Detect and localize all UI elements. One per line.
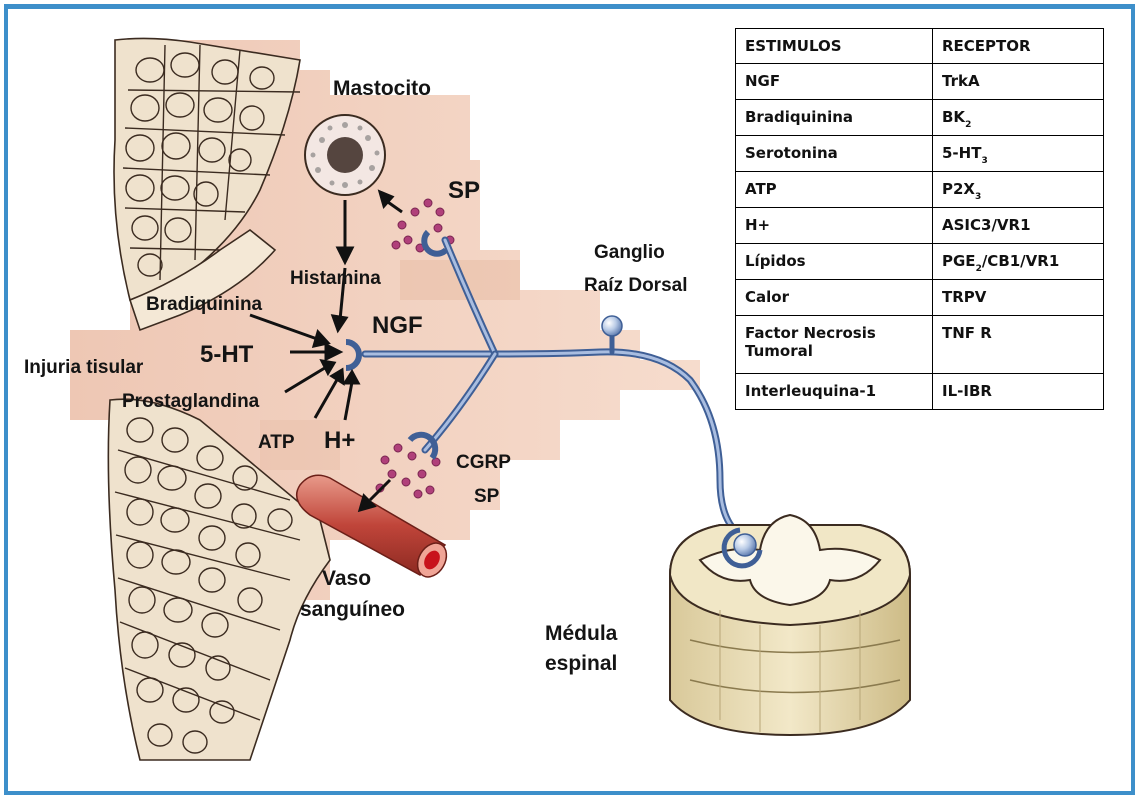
label-injuria: Injuria tisular bbox=[24, 357, 144, 378]
receptor-text: TNF R bbox=[942, 324, 992, 342]
label-vaso: Vaso bbox=[322, 567, 371, 590]
label-raiz-dorsal: Raíz Dorsal bbox=[584, 275, 687, 296]
label-prostaglandina: Prostaglandina bbox=[122, 391, 260, 412]
label-ngf: NGF bbox=[372, 312, 423, 339]
label-5ht: 5-HT bbox=[200, 341, 254, 368]
receptor-text: PGE bbox=[942, 252, 976, 270]
table-cell-stimulus: Serotonina bbox=[736, 136, 933, 172]
label-cgrp: CGRP bbox=[456, 452, 511, 473]
table-header-row: ESTIMULOS RECEPTOR bbox=[736, 29, 1104, 64]
spinal-cord bbox=[670, 515, 910, 735]
receptor-text: P2X bbox=[942, 180, 975, 198]
receptor-text: ASIC3/VR1 bbox=[942, 216, 1031, 234]
receptor-text: IL-IBR bbox=[942, 382, 992, 400]
table-cell-receptor: 5-HT3 bbox=[933, 136, 1104, 172]
label-histamina: Histamina bbox=[290, 268, 381, 289]
table-cell-receptor: ASIC3/VR1 bbox=[933, 208, 1104, 244]
table-row: Interleuquina-1 IL-IBR bbox=[736, 374, 1104, 410]
table-row: Factor Necrosis Tumoral TNF R bbox=[736, 316, 1104, 374]
table-cell-receptor: P2X3 bbox=[933, 172, 1104, 208]
label-mastocito: Mastocito bbox=[333, 77, 431, 100]
mast-cell bbox=[305, 115, 385, 195]
table-row: Serotonina 5-HT3 bbox=[736, 136, 1104, 172]
receptor-text: 5-HT bbox=[942, 144, 981, 162]
label-sanguineo: sanguíneo bbox=[300, 598, 405, 621]
label-sp-top: SP bbox=[448, 177, 480, 204]
label-atp: ATP bbox=[258, 432, 295, 453]
table-cell-stimulus: H+ bbox=[736, 208, 933, 244]
table-cell-receptor: TRPV bbox=[933, 280, 1104, 316]
receptor-subscript: 3 bbox=[975, 192, 981, 202]
table-row: Lípidos PGE2/CB1/VR1 bbox=[736, 244, 1104, 280]
dorsal-root-ganglion-icon bbox=[602, 316, 622, 336]
receptor-text: BK bbox=[942, 108, 965, 126]
table-cell-receptor: TrkA bbox=[933, 64, 1104, 100]
receptor-text-rest: /CB1/VR1 bbox=[982, 252, 1059, 270]
table-cell-stimulus: Bradiquinina bbox=[736, 100, 933, 136]
receptor-subscript: 2 bbox=[976, 264, 982, 274]
table-row: H+ ASIC3/VR1 bbox=[736, 208, 1104, 244]
table-header-receptor: RECEPTOR bbox=[933, 29, 1104, 64]
table-cell-stimulus: Calor bbox=[736, 280, 933, 316]
table-cell-receptor: TNF R bbox=[933, 316, 1104, 374]
table-header-stimulus: ESTIMULOS bbox=[736, 29, 933, 64]
table-cell-stimulus: NGF bbox=[736, 64, 933, 100]
table-row: Calor TRPV bbox=[736, 280, 1104, 316]
stimulus-receptor-table: ESTIMULOS RECEPTOR NGF TrkA Bradiquinina… bbox=[735, 28, 1104, 410]
table-cell-stimulus: ATP bbox=[736, 172, 933, 208]
label-ganglio: Ganglio bbox=[594, 242, 665, 263]
label-h-plus: H+ bbox=[324, 427, 355, 454]
receptor-text: TRPV bbox=[942, 288, 986, 306]
table-cell-receptor: BK2 bbox=[933, 100, 1104, 136]
table-row: NGF TrkA bbox=[736, 64, 1104, 100]
label-sp-bottom: SP bbox=[474, 486, 500, 507]
label-bradiquinina: Bradiquinina bbox=[146, 294, 263, 315]
receptor-text: TrkA bbox=[942, 72, 980, 90]
table-cell-stimulus: Factor Necrosis Tumoral bbox=[736, 316, 933, 374]
table-cell-receptor: PGE2/CB1/VR1 bbox=[933, 244, 1104, 280]
table-cell-stimulus: Lípidos bbox=[736, 244, 933, 280]
table-row: ATP P2X3 bbox=[736, 172, 1104, 208]
receptor-subscript: 2 bbox=[965, 120, 971, 130]
table-cell-receptor: IL-IBR bbox=[933, 374, 1104, 410]
label-medula: Médula bbox=[545, 622, 618, 645]
label-espinal: espinal bbox=[545, 652, 617, 675]
table-cell-stimulus: Interleuquina-1 bbox=[736, 374, 933, 410]
table-row: Bradiquinina BK2 bbox=[736, 100, 1104, 136]
receptor-subscript: 3 bbox=[981, 156, 987, 166]
